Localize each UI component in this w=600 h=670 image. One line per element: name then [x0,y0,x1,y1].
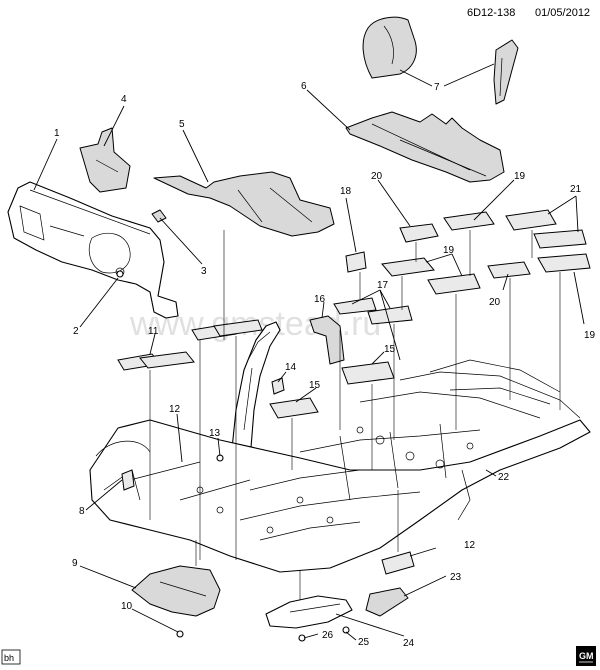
part-24-shield [265,595,353,629]
callout-20-top: 20 [371,171,383,182]
callout-20-right: 20 [489,297,501,308]
part-16-insulator [309,315,345,365]
callout-12-lower: 12 [464,540,476,551]
callout-24: 24 [403,638,415,649]
callout-1: 1 [54,128,60,139]
callout-4: 4 [121,94,127,105]
callout-3: 3 [201,266,207,277]
part-2-fastener [116,270,124,278]
svg-text:GM: GM [579,651,594,661]
part-12-mat-right [381,551,415,575]
callout-19-middle: 19 [443,245,455,256]
callout-2: 2 [73,326,79,337]
callout-21: 21 [570,184,582,195]
callout-23: 23 [450,572,462,583]
callout-8: 8 [79,506,85,517]
callout-19-right: 19 [584,330,596,341]
callout-11: 11 [148,326,159,337]
callout-14: 14 [285,362,297,373]
callout-10: 10 [121,601,133,612]
part-23-insulator [365,587,409,617]
callout-25: 25 [358,637,370,648]
callout-18: 18 [340,186,352,197]
part-11-mats [117,319,263,371]
callout-13: 13 [209,428,221,439]
part-15-mat [269,397,319,419]
projection-lines [149,230,561,600]
body-floor-pan [89,321,591,573]
part-9-shield [131,565,221,617]
part-4-insulator [79,127,131,193]
svg-text:bh: bh [4,653,14,663]
part-5-dash-insulator [153,171,335,237]
callout-15-left: 15 [309,380,321,391]
callout-26: 26 [322,630,334,641]
part-10-fastener [176,630,184,638]
part-25-fastener [342,626,350,634]
diagram-date: 01/05/2012 [535,7,590,19]
gm-logo: GM [576,646,596,666]
callout-6: 6 [301,81,307,92]
callout-19-top: 19 [514,171,526,182]
leader-lines [33,63,585,641]
callout-22: 22 [498,472,510,483]
corner-code-badge: bh [1,649,21,665]
callout-9: 9 [72,558,78,569]
callout-7: 7 [434,82,440,93]
part-1-dash-panel [7,181,179,319]
part-7-insulators [362,16,519,105]
sound-mats-right [333,209,591,385]
part-3-clip [151,209,167,223]
callout-15-right: 15 [384,344,396,355]
callout-5: 5 [179,119,185,130]
part-14-insulator [271,377,285,395]
callout-17: 17 [377,280,389,291]
part-6-upper-panel [345,111,505,183]
part-8-pad [121,469,135,491]
callout-12-upper: 12 [169,404,181,415]
callout-numbers: 1 2 3 4 5 6 7 8 9 10 11 12 12 13 14 15 1… [54,81,596,649]
callout-16: 16 [314,294,326,305]
diagram-code: 6D12-138 [467,7,515,19]
